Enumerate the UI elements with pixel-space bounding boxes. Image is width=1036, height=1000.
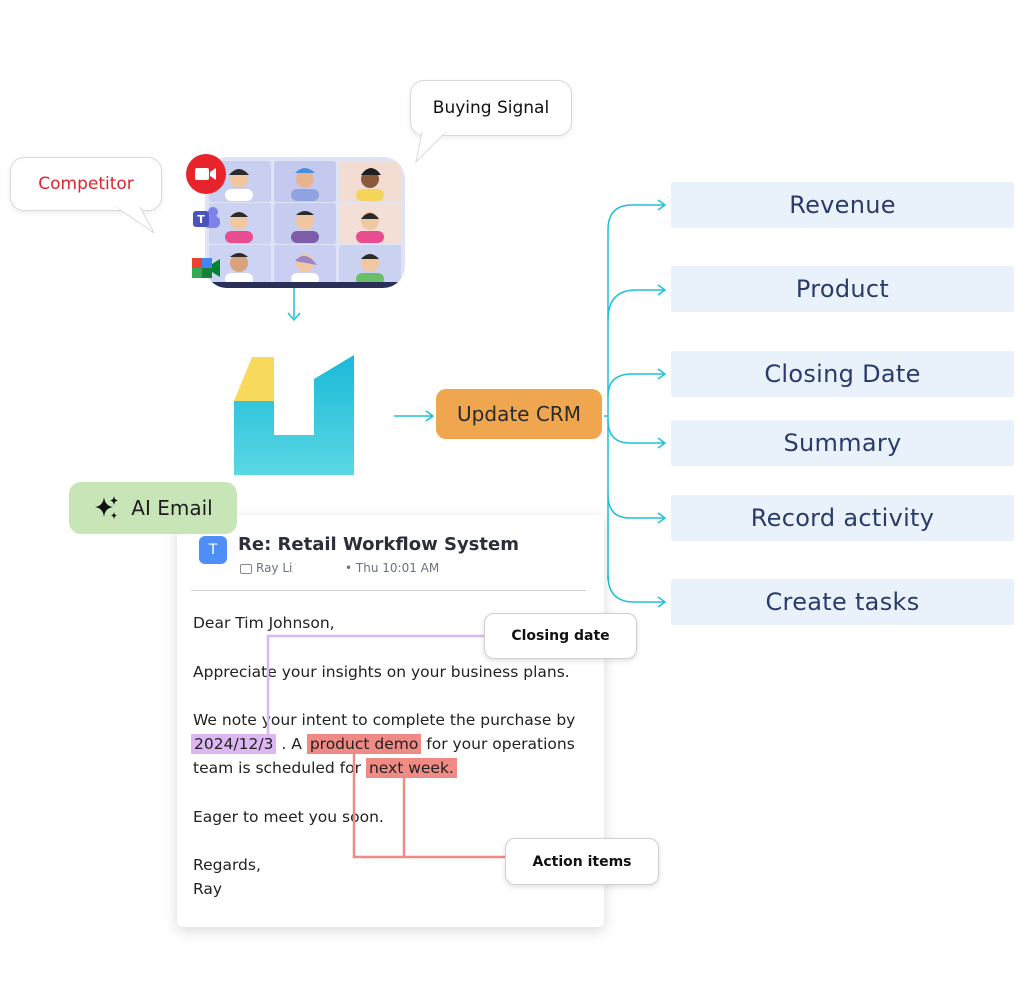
email-line-1: Appreciate your insights on your busines… xyxy=(193,663,570,681)
closing-date-tag: Closing date xyxy=(484,613,637,659)
email-line-3: 2024/12/3 . A product demo for your oper… xyxy=(191,734,575,754)
ai-email-label: AI Email xyxy=(131,496,213,520)
product-highlight: product demo xyxy=(306,734,422,754)
buying-signal-label: Buying Signal xyxy=(432,98,550,118)
crm-field-label: Summary xyxy=(783,429,902,457)
crm-field-label: Revenue xyxy=(789,191,896,219)
update-crm-node: Update CRM xyxy=(436,389,602,439)
email-divider xyxy=(191,590,586,591)
competitor-label: Competitor xyxy=(38,174,134,194)
crm-field-label: Record activity xyxy=(750,504,935,532)
line4-start: team is scheduled for xyxy=(193,759,361,777)
email-line-2: We note your intent to complete the purc… xyxy=(193,711,576,729)
sender-name: Ray Li xyxy=(256,561,293,575)
closing-date-tag-label: Closing date xyxy=(511,628,610,644)
crm-field-create-tasks: Create tasks xyxy=(671,579,1014,625)
email-sender: Ray Li xyxy=(240,561,292,575)
update-crm-label: Update CRM xyxy=(457,402,581,426)
comment-icon xyxy=(240,563,252,574)
zoom-icon xyxy=(186,154,226,194)
email-subject: Re: Retail Workflow System xyxy=(238,534,519,555)
sender-avatar: T xyxy=(199,536,227,564)
svg-text:T: T xyxy=(197,213,205,226)
email-line-4: team is scheduled for next week. xyxy=(193,758,457,778)
email-line-5: Eager to meet you soon. xyxy=(193,808,384,826)
email-greeting: Dear Tim Johnson, xyxy=(193,614,335,632)
action-items-tag-label: Action items xyxy=(532,853,632,870)
email-time: • Thu 10:01 AM xyxy=(345,561,440,575)
action-items-tag: Action items xyxy=(505,838,659,885)
buying-signal-tail xyxy=(415,132,447,164)
buying-signal-bubble: Buying Signal xyxy=(410,80,572,136)
video-meeting-grid xyxy=(205,157,405,288)
sparkle-icon xyxy=(95,496,119,519)
crm-field-closing-date: Closing Date xyxy=(671,351,1014,397)
competitor-tail xyxy=(115,207,155,234)
crm-field-product: Product xyxy=(671,266,1014,312)
avatar-letter: T xyxy=(208,542,218,558)
crm-field-summary: Summary xyxy=(671,420,1014,466)
email-sign-1: Regards, xyxy=(193,856,261,874)
meeting-toolbar xyxy=(205,282,405,288)
line3-mid: . A xyxy=(281,735,302,753)
brand-logo xyxy=(234,355,354,475)
crm-field-label: Create tasks xyxy=(765,588,920,616)
email-sign-2: Ray xyxy=(193,880,223,898)
date-highlight: 2024/12/3 xyxy=(191,734,277,754)
crm-field-record-activity: Record activity xyxy=(671,495,1014,541)
crm-field-label: Closing Date xyxy=(764,360,921,388)
meet-icon xyxy=(192,256,222,282)
time-text: Thu 10:01 AM xyxy=(355,561,440,575)
week-highlight: next week. xyxy=(365,758,457,778)
crm-field-revenue: Revenue xyxy=(671,182,1014,228)
ai-email-badge: AI Email xyxy=(69,482,237,534)
line3-end: for your operations xyxy=(426,735,575,753)
competitor-bubble: Competitor xyxy=(10,157,162,211)
crm-field-label: Product xyxy=(795,275,890,303)
teams-icon: T xyxy=(191,203,221,233)
